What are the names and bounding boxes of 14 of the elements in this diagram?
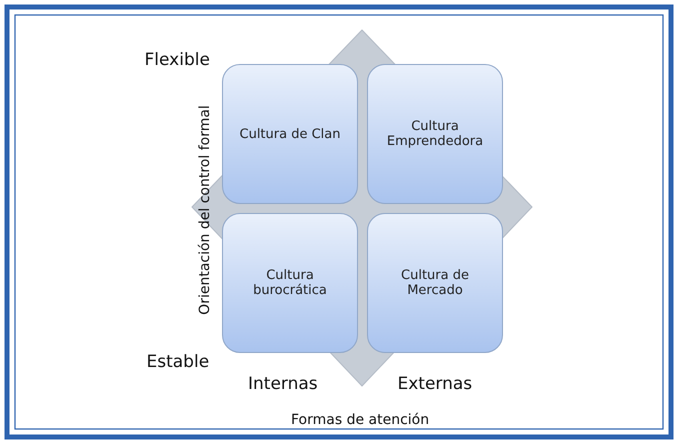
box-label: Cultura de Clan (240, 126, 340, 142)
axis-title: Orientación del control formal (196, 105, 213, 315)
box-label: Cultura Emprendedora (386, 119, 484, 149)
axis-end-label: Flexible (144, 50, 210, 70)
culture-box (367, 64, 503, 204)
box-label: Cultura de Mercado (400, 268, 470, 298)
culture-box (222, 64, 358, 204)
axis-end-label: Estable (146, 352, 210, 372)
culture-box (222, 213, 358, 353)
box-label: Cultura burocrática (252, 268, 328, 298)
axis-end-label: Externas (398, 374, 472, 394)
axis-end-label: Internas (248, 374, 318, 394)
culture-box (367, 213, 503, 353)
axis-title: Formas de atención (291, 412, 430, 428)
